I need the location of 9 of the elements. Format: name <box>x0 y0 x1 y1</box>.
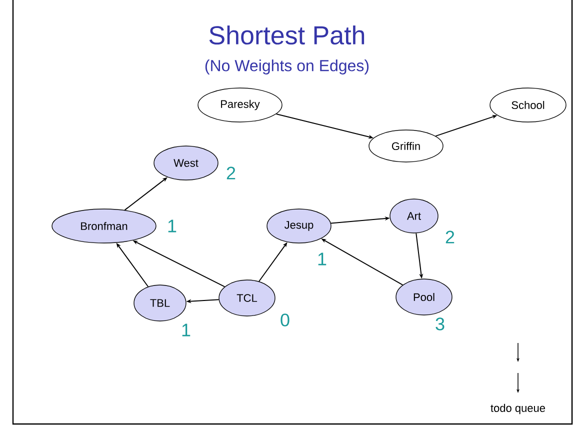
distance-number: 1 <box>168 220 176 232</box>
distance-number: 1 <box>318 252 326 266</box>
distance-number: 2 <box>226 166 236 180</box>
slide-title: Shortest Path <box>209 25 364 45</box>
queue-label: todo queue <box>490 404 546 414</box>
distance-number: 2 <box>446 230 454 244</box>
distance-number: 1 <box>182 324 190 336</box>
distance-number: 3 <box>436 318 444 330</box>
distance-number: 0 <box>280 314 290 326</box>
